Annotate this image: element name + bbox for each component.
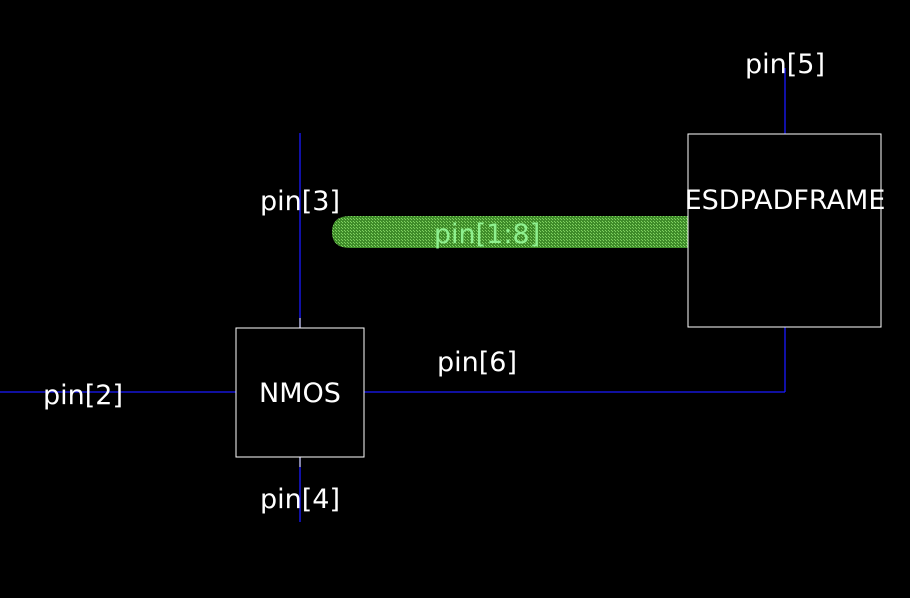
net-label-pin6: pin[6] [437,347,517,378]
esd-pad-frame-component[interactable] [687,133,882,328]
bus-pin-1-8[interactable] [332,216,688,248]
net-label-pin4: pin[4] [260,484,340,515]
net-label-pin2: pin[2] [43,380,123,411]
net-label-pin3: pin[3] [260,186,340,217]
nmos-component[interactable] [235,327,365,458]
bus-label-pin-1-8: pin[1:8] [434,219,540,250]
esd-pad-frame-label: ESDPADFRAME [685,185,886,216]
net-label-pin5: pin[5] [745,49,825,80]
nmos-label: NMOS [259,378,341,409]
